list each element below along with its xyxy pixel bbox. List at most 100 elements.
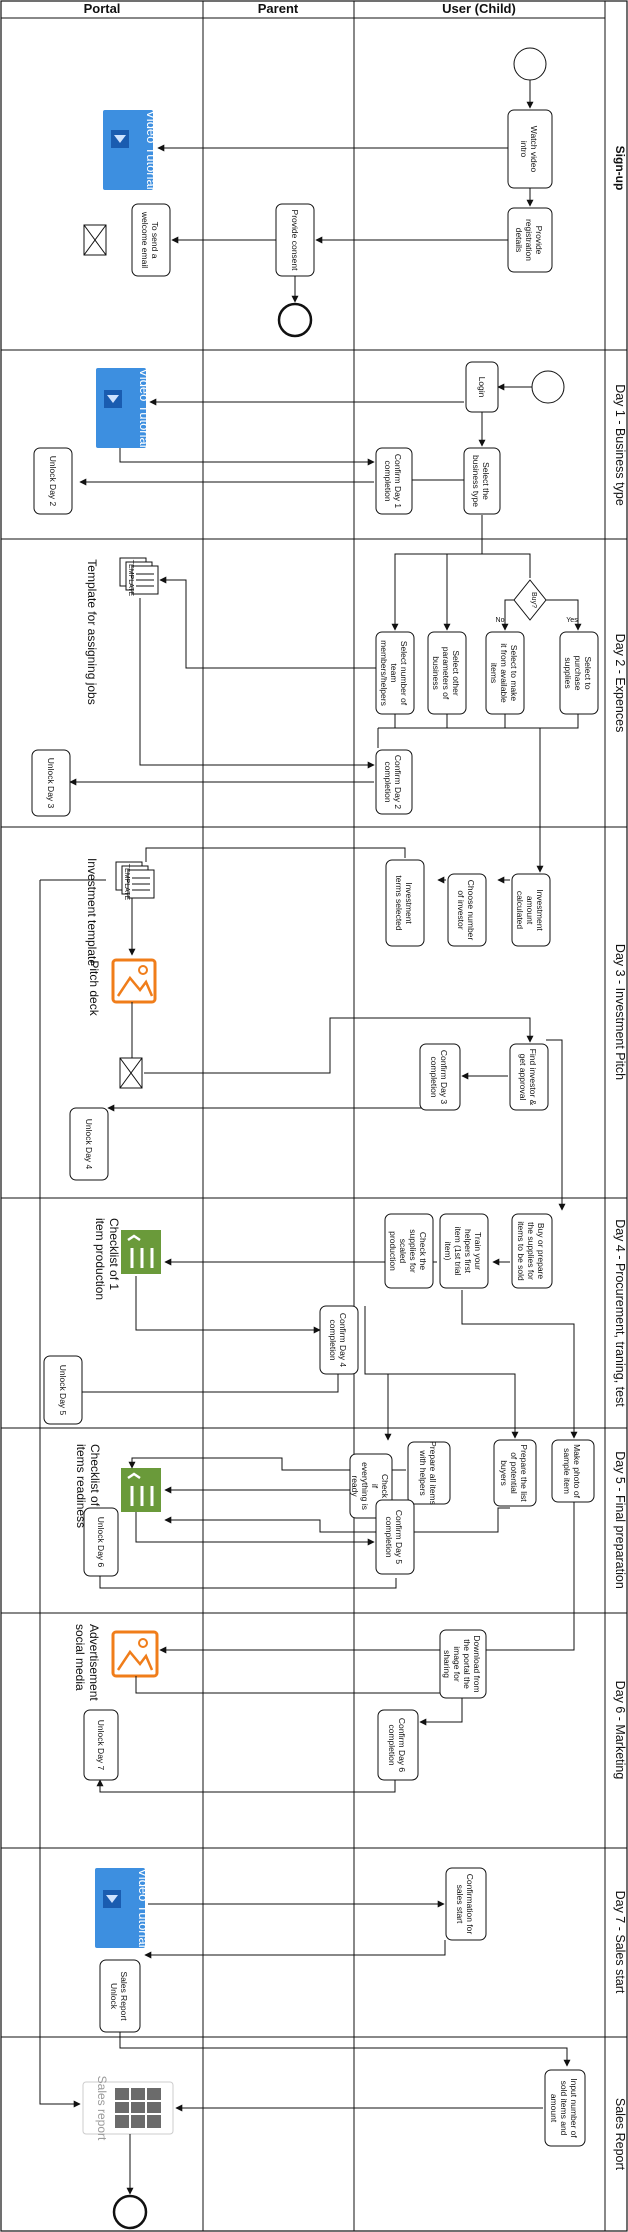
day-label-day7: Day 7 - Sales start (613, 1891, 627, 1994)
template-tag: TEMPLATE (127, 560, 134, 597)
buy-gateway: Buy? Yes No (496, 579, 578, 624)
task-unlock-day3[interactable]: Unlock Day 3 (31, 749, 71, 817)
task-unlock-day7[interactable]: Unlock Day 7 (83, 1709, 119, 1781)
task-watch-video[interactable]: Watch videointro (507, 109, 553, 189)
sales-report-icon: Sales report (82, 2076, 174, 2141)
task-confirm-day1[interactable]: Confirm Day 1completion (375, 447, 413, 515)
svg-text:Make photo ofsample item: Make photo ofsample item (562, 1444, 582, 1499)
svg-text:Select number ofteammembers/he: Select number ofteammembers/helpers (379, 640, 409, 706)
task-check-supplies[interactable]: Check thesupplies forscaledproduction (384, 1213, 434, 1289)
video-tutorial-day7: Video Tutorial (95, 1868, 151, 1948)
task-find-investor[interactable]: Find investor &get approval (509, 1043, 549, 1111)
signup-start-event (513, 47, 547, 81)
checklist-all-icon (121, 1468, 161, 1512)
svg-text:Select to makeit from availabl: Select to makeit from availableitems (489, 643, 519, 703)
svg-text:Confirm Day 1completion: Confirm Day 1completion (383, 454, 403, 509)
day-label-sales: Sales Report (613, 2098, 627, 2171)
template-tag: TEMPLATE (123, 864, 130, 901)
svg-text:Provide consent: Provide consent (290, 210, 300, 272)
task-confirm-sales-start[interactable]: Confirmation forsales start (445, 1867, 487, 1941)
svg-text:Unlock Day 6: Unlock Day 6 (96, 1517, 106, 1568)
task-select-business-type[interactable]: Select thebusiness type (463, 447, 501, 515)
svg-text:Download fromthe portal theima: Download fromthe portal theimage forshar… (442, 1635, 482, 1692)
task-unlock-day5[interactable]: Unlock Day 5 (43, 1355, 83, 1425)
pitch-deck-label: Pitch deck (87, 960, 101, 1016)
task-sales-report-unlock[interactable]: Sales ReportUnlock (99, 1959, 141, 2033)
day-label-day6: Day 6 - Marketing (613, 1681, 627, 1780)
task-select-make[interactable]: Select to makeit from availableitems (485, 631, 525, 715)
svg-text:Select otherparameters ofbusin: Select otherparameters ofbusiness (431, 647, 461, 700)
day1-start-event (531, 370, 565, 404)
advertisement-icon (111, 1630, 159, 1678)
checklist-1-icon (121, 1230, 161, 1274)
day-label-day1: Day 1 - Business type (613, 384, 627, 506)
pitch-deck-icon (111, 958, 157, 1004)
task-login[interactable]: Login (465, 361, 499, 413)
task-unlock-day6[interactable]: Unlock Day 6 (83, 1507, 119, 1577)
template-jobs-label: Template for assigning jobs (85, 559, 99, 704)
svg-text:Input number ofsold items anda: Input number ofsold items andamount (549, 2078, 579, 2138)
task-confirm-day2[interactable]: Confirm Day 2completion (375, 749, 413, 815)
task-welcome-email[interactable]: To send awelcome email (131, 203, 171, 277)
video-tutorial-label: Video Tutorial (137, 368, 152, 447)
svg-text:Sales ReportUnlock: Sales ReportUnlock (109, 1971, 129, 2021)
task-provide-consent[interactable]: Provide consent (275, 203, 315, 277)
task-choose-investor[interactable]: Choose numberof investor (447, 873, 487, 947)
svg-text:Select thebusiness type: Select thebusiness type (471, 455, 491, 507)
svg-text:Checkifeverything isready: Checkifeverything isready (350, 1462, 390, 1510)
task-download-ad-image[interactable]: Download fromthe portal theimage forshar… (439, 1629, 487, 1699)
svg-text:Unlock Day 7: Unlock Day 7 (96, 1720, 106, 1771)
process-end-event (112, 2194, 148, 2230)
template-jobs-icon: TEMPLATE (119, 557, 159, 597)
pitch-email-icon (119, 1057, 143, 1089)
video-tutorial-label: Video Tutorial (144, 110, 159, 189)
svg-text:To send awelcome email: To send awelcome email (140, 211, 160, 268)
task-investment-calculated[interactable]: Investmentamountcalculated (511, 873, 551, 947)
task-unlock-day4[interactable]: Unlock Day 4 (69, 1107, 109, 1181)
checklist-all-label-line2: items readiness (74, 1444, 88, 1528)
svg-text:Confirm Day 6completion: Confirm Day 6completion (387, 1718, 407, 1773)
task-confirm-day5[interactable]: Confirm Day 5completion (375, 1499, 415, 1575)
svg-text:Unlock Day 3: Unlock Day 3 (46, 758, 56, 809)
task-select-parameters[interactable]: Select otherparameters ofbusiness (427, 631, 467, 715)
task-confirm-day6[interactable]: Confirm Day 6completion (377, 1709, 419, 1781)
svg-text:Confirmation forsales start: Confirmation forsales start (455, 1874, 475, 1935)
svg-text:Buy or preparethe supplies for: Buy or preparethe supplies foritems to b… (516, 1221, 546, 1281)
day-label-day4: Day 4 - Procurement, traning, test (613, 1219, 627, 1407)
task-confirm-day4[interactable]: Confirm Day 4completion (319, 1305, 359, 1375)
task-provide-registration[interactable]: Provideregistrationdetails (507, 207, 553, 273)
lane-header-portal: Portal (84, 1, 121, 16)
svg-text:Watch videointro: Watch videointro (519, 126, 539, 173)
advertisement-label-line1: Advertisement (87, 1624, 101, 1701)
task-select-team-members[interactable]: Select number ofteammembers/helpers (375, 631, 415, 715)
svg-text:Login: Login (477, 377, 487, 398)
task-input-sold-items[interactable]: Input number ofsold items andamount (544, 2069, 586, 2147)
svg-text:Unlock Day 2: Unlock Day 2 (48, 456, 58, 507)
svg-text:Find investor &get approval: Find investor &get approval (518, 1049, 538, 1106)
task-investment-terms-selected[interactable]: Investmentterms selected (385, 859, 425, 947)
video-tutorial-label: Video Tutorial (136, 1868, 151, 1947)
task-select-purchase[interactable]: Select topurchasesupplies (559, 631, 599, 715)
svg-text:Choose numberof investor: Choose numberof investor (456, 880, 476, 941)
svg-text:Provideregistrationdetails: Provideregistrationdetails (514, 219, 544, 261)
svg-text:Unlock Day 4: Unlock Day 4 (84, 1119, 94, 1170)
svg-text:Investmentterms selected: Investmentterms selected (394, 875, 414, 931)
day-label-signup: Sign-up (613, 146, 627, 191)
svg-text:Confirm Day 4completion: Confirm Day 4completion (328, 1313, 348, 1368)
task-unlock-day2[interactable]: Unlock Day 2 (33, 447, 73, 515)
video-tutorial-day1: Video Tutorial (96, 368, 152, 448)
svg-text:Confirm Day 5completion: Confirm Day 5completion (384, 1510, 404, 1565)
sales-report-label: Sales report (95, 2076, 109, 2141)
svg-text:Prepare all itemswith helpers: Prepare all itemswith helpers (418, 1441, 438, 1505)
task-buy-supplies[interactable]: Buy or preparethe supplies foritems to b… (511, 1213, 553, 1289)
task-prepare-all-items[interactable]: Prepare all itemswith helpers (407, 1441, 451, 1505)
task-prepare-buyers-list[interactable]: Prepare the listof potentialbuyers (493, 1439, 537, 1507)
svg-text:Train yourhelpers firstitem (1: Train yourhelpers firstitem (1st trialit… (443, 1227, 483, 1276)
task-train-helpers[interactable]: Train yourhelpers firstitem (1st trialit… (439, 1213, 489, 1289)
task-make-photo[interactable]: Make photo ofsample item (551, 1439, 595, 1503)
task-confirm-day3[interactable]: Confirm Day 3completion (419, 1043, 461, 1111)
day-label-day5: Day 5 - Final preparation (613, 1451, 627, 1589)
lane-header-child: User (Child) (442, 1, 516, 16)
